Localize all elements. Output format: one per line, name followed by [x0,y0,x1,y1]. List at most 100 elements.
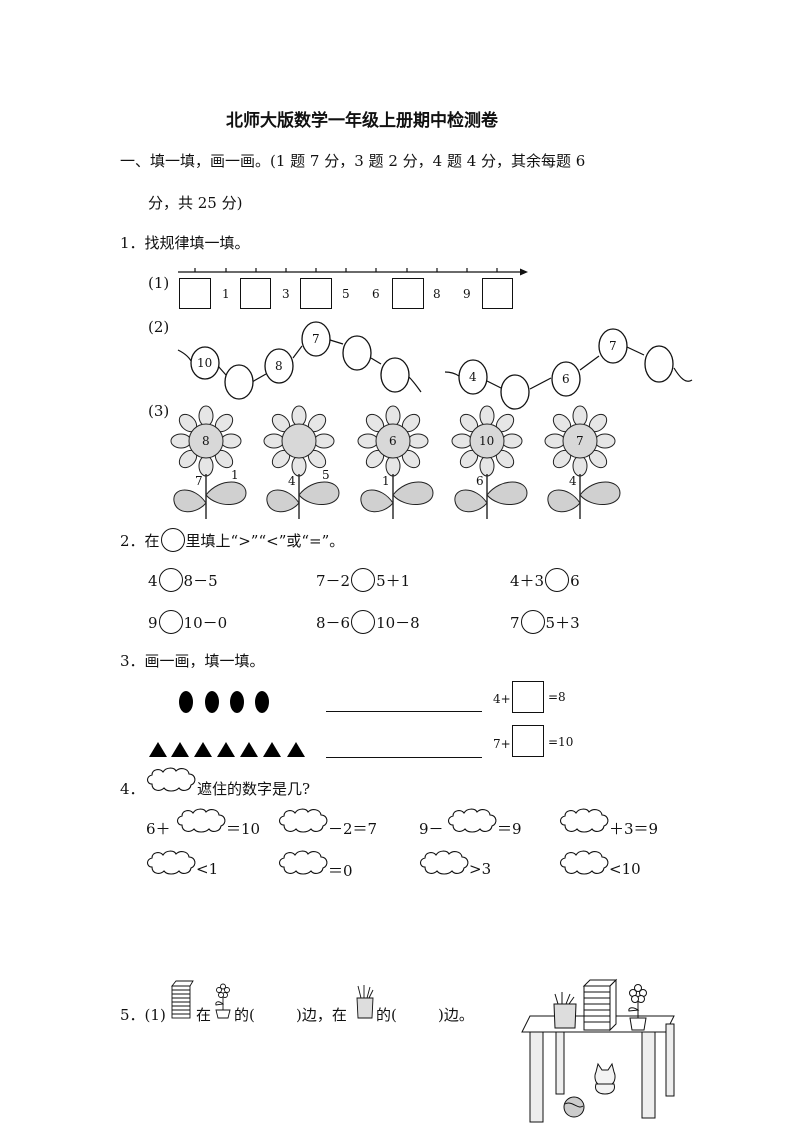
compare-item: 7 5＋3 [510,610,580,634]
flower-head-number: 8 [202,434,210,448]
bead-number: 7 [312,332,320,346]
cloud-icon [146,767,196,792]
table-scene-illustration [521,978,675,1123]
q4-label-pre: 4． [120,780,145,798]
bead-number: 10 [197,356,213,370]
flowerpot-icon [215,983,231,1019]
answer-box[interactable] [392,278,424,309]
compare-circle[interactable] [545,568,570,592]
cloud-icon[interactable] [278,807,330,835]
answer-box[interactable] [512,725,544,757]
number-label: 5 [342,287,350,301]
q2-label: 2．在 里填上“>”“<”或“=”。 [120,528,344,552]
circle-icon [160,528,185,552]
compare-left: 4＋3 [510,572,545,590]
section-header-line2: 分，共 25 分) [148,194,243,212]
cloud-icon[interactable] [559,807,611,835]
flower-head-number: 6 [389,434,397,448]
compare-circle[interactable] [351,568,376,592]
cloud-eq-post: ＋3＝9 [609,820,659,838]
compare-left: 7 [510,614,520,632]
flower-leaf-number: 7 [195,474,203,488]
compare-left: 9 [148,614,158,632]
flower-leaf-number: 5 [322,468,330,482]
answer-box[interactable] [179,278,211,309]
q1-part3-tag: (3) [148,402,170,420]
number-label: 1 [222,287,230,301]
cloud-eq-pre: 6＋ [146,820,171,838]
answer-box[interactable] [300,278,332,309]
q4-label: 4． [120,778,145,799]
q1-label: 1．找规律填一填。 [120,234,250,252]
q5-number: 5．(1) [120,1006,166,1024]
cloud-icon[interactable] [419,849,471,877]
flower-leaf-number: 6 [476,474,484,488]
compare-right: 8－5 [183,572,218,590]
flower-head-number: 7 [576,434,584,448]
q1-part2-tag: (2) [148,318,170,336]
page-title: 北师大版数学一年级上册期中检测卷 [226,111,498,131]
cloud-eq-post: －2＝7 [328,820,378,838]
pencil-cup-icon [356,985,374,1019]
number-label: 8 [433,287,441,301]
bead-number: 7 [609,339,617,353]
cloud-eq-post: ＝0 [328,862,353,880]
compare-item: 4＋3 6 [510,568,580,592]
cloud-icon[interactable] [278,849,330,877]
flower-leaf-number: 4 [569,474,577,488]
q5-text2: 的( [234,1006,255,1024]
compare-circle[interactable] [520,610,545,634]
compare-item: 8－6 10－8 [316,610,420,634]
compare-right: 10－0 [183,614,228,632]
cloud-eq-post: >3 [469,860,492,878]
drawing-line[interactable] [326,711,482,712]
q3-row1-post: =8 [548,690,566,704]
q5-text3: )边，在 [296,1006,347,1024]
answer-box[interactable] [240,278,271,309]
compare-left: 8－6 [316,614,351,632]
compare-item: 7－2 5＋1 [316,568,410,592]
compare-circle[interactable] [351,610,376,634]
cloud-eq-pre: 9－ [419,820,444,838]
flower-leaf-number: 4 [288,474,296,488]
cloud-eq-post: <10 [609,860,641,878]
q3-row2-post: =10 [548,735,574,749]
section-header-line1: 一、填一填，画一画。(1 题 7 分，3 题 2 分，4 题 4 分，其余每题 … [120,152,586,170]
cloud-icon[interactable] [146,849,198,877]
number-label: 6 [372,287,380,301]
q2-label-pre: 2．在 [120,532,160,550]
bead-number: 4 [469,370,477,384]
compare-item: 4 8－5 [148,568,218,592]
compare-circle[interactable] [158,568,183,592]
answer-box[interactable] [512,681,544,713]
flower-leaf-number: 1 [231,468,239,482]
cloud-eq-post: <1 [196,860,219,878]
compare-right: 6 [570,572,580,590]
flower-leaf-number: 1 [382,474,390,488]
compare-right: 5＋3 [545,614,580,632]
cloud-icon[interactable] [559,849,611,877]
q2-label-post: 里填上“>”“<”或“=”。 [185,532,345,550]
cloud-eq-post: ＝10 [226,820,261,838]
compare-right: 10－8 [376,614,420,632]
q3-row1-pre: 4+ [493,692,511,706]
q3-label: 3．画一画，填一填。 [120,652,265,670]
bead-number: 6 [562,372,570,386]
cloud-icon[interactable] [447,807,499,835]
number-label: 9 [463,287,471,301]
q5-text4: 的( [376,1006,397,1024]
books-icon [171,980,194,1019]
compare-left: 7－2 [316,572,351,590]
cloud-eq-post: ＝9 [497,820,522,838]
compare-circle[interactable] [158,610,183,634]
compare-right: 5＋1 [376,572,411,590]
answer-box[interactable] [482,278,513,309]
compare-item: 9 10－0 [148,610,227,634]
drawing-line[interactable] [326,757,482,758]
cloud-icon[interactable] [176,807,228,835]
q4-label-post: 遮住的数字是几? [197,780,311,798]
compare-left: 4 [148,572,158,590]
